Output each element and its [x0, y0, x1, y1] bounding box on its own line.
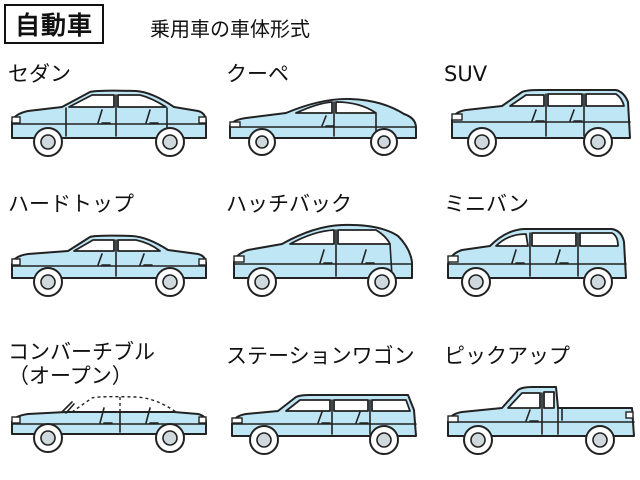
pickup-illustration: [447, 386, 635, 455]
label-suv: SUV: [444, 62, 488, 86]
sedan-illustration: [11, 89, 207, 157]
convertible-illustration: [11, 395, 207, 453]
hardtop-illustration: [11, 234, 207, 297]
station-wagon-illustration: [231, 394, 417, 455]
label-station-wagon: ステーションワゴン: [226, 344, 415, 368]
header-subtitle: 乗用車の車体形式: [150, 17, 310, 41]
suv-illustration: [451, 89, 631, 157]
label-minivan: ミニバン: [444, 192, 530, 216]
label-convertible: コンバーチブル （オープン）: [8, 340, 155, 388]
header-title-box: 自動車: [4, 4, 104, 44]
label-coupe: クーペ: [226, 62, 289, 86]
label-sedan: セダン: [8, 62, 71, 86]
hatchback-illustration: [233, 223, 413, 297]
minivan-illustration: [447, 228, 627, 297]
label-pickup: ピックアップ: [444, 344, 570, 368]
coupe-illustration: [229, 97, 417, 156]
label-hatchback: ハッチバック: [226, 192, 352, 216]
label-hardtop: ハードトップ: [8, 192, 134, 216]
header-title: 自動車: [14, 11, 93, 40]
